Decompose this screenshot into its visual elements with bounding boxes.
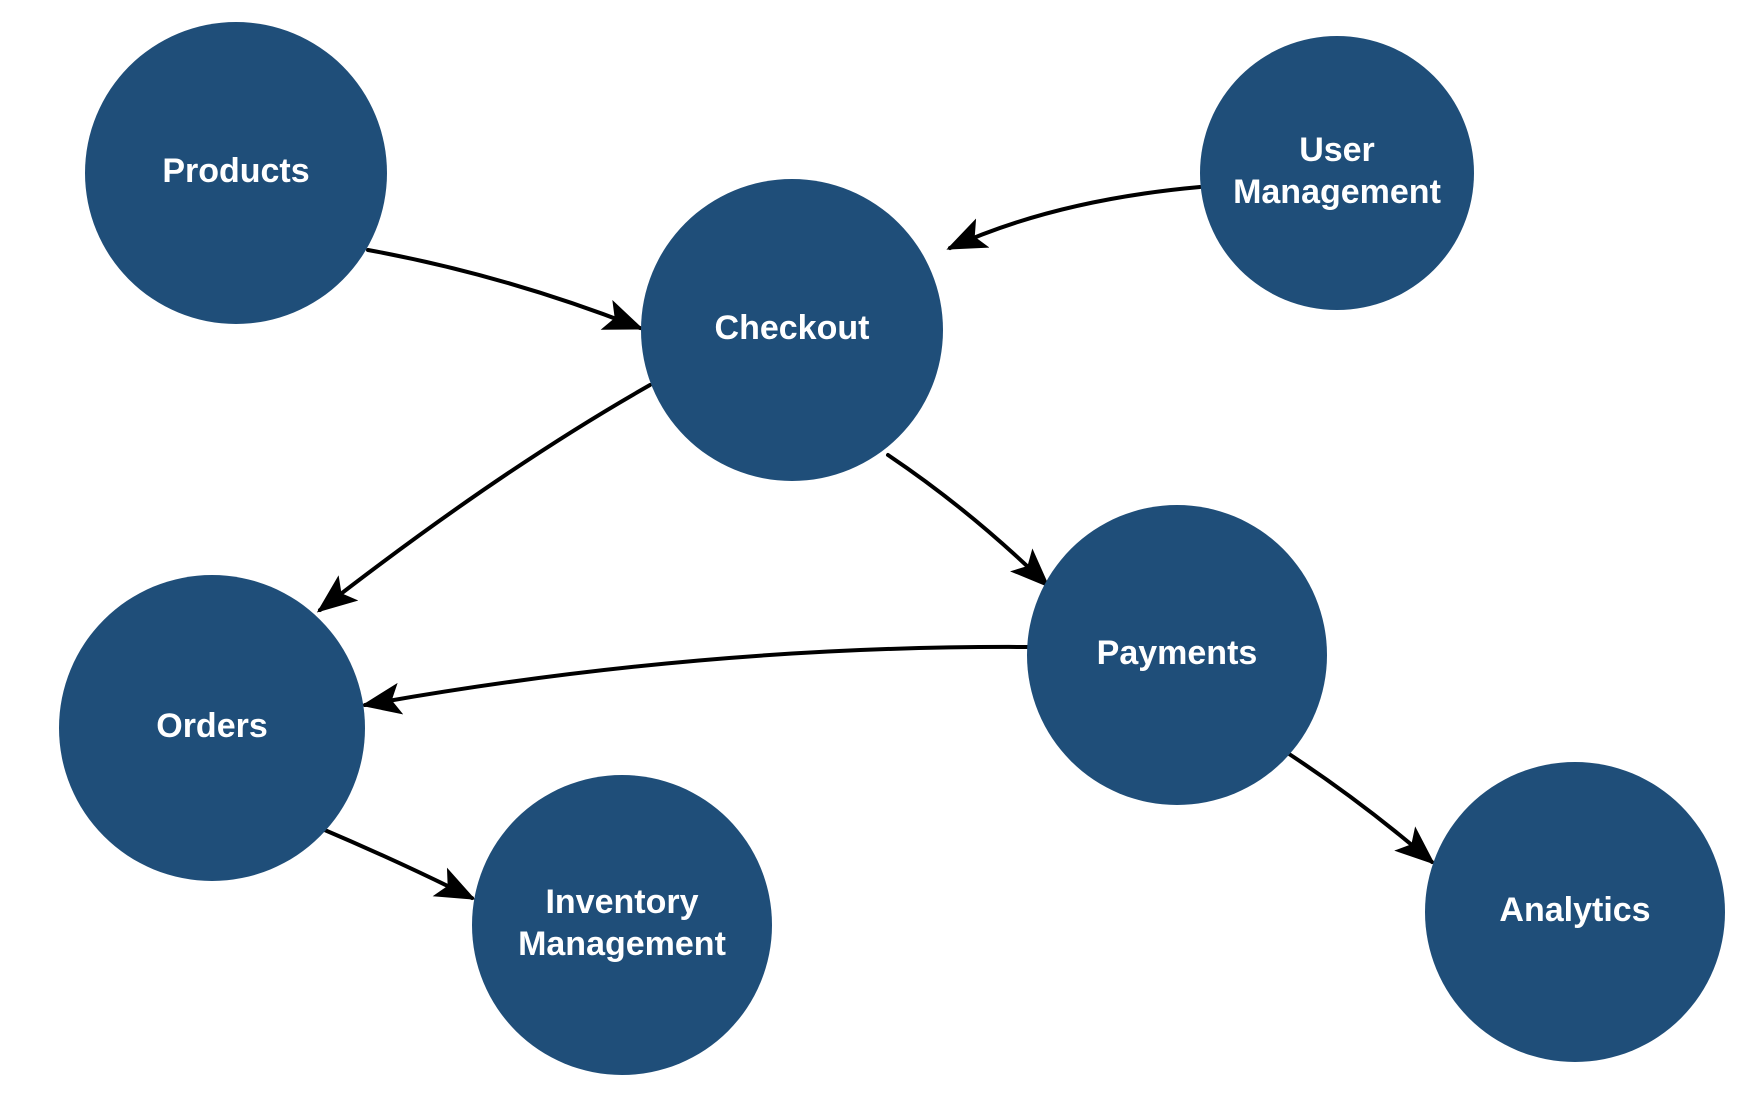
edge-checkout-to-orders[interactable] [316,383,652,613]
node-payments[interactable]: Payments [1027,505,1327,805]
node-analytics[interactable]: Analytics [1425,762,1725,1062]
node-circle-inventory-management[interactable] [472,775,772,1075]
node-label-payments: Payments [1097,634,1258,672]
node-label-orders: Orders [156,707,268,745]
node-label-products: Products [162,152,309,190]
edges-layer [316,185,1436,900]
edge-user-management-to-checkout[interactable] [946,185,1202,250]
node-circle-checkout[interactable] [641,179,943,481]
node-label-user-management: Management [1233,173,1441,211]
node-checkout[interactable]: Checkout [641,179,943,481]
node-label-inventory-management: Management [518,925,726,963]
node-products[interactable]: Products [85,22,387,324]
node-orders[interactable]: Orders [59,575,365,881]
node-circle-user-management[interactable] [1200,36,1474,310]
edge-products-to-checkout[interactable] [366,248,644,330]
node-circle-analytics[interactable] [1425,762,1725,1062]
edge-payments-to-orders[interactable] [361,644,1032,715]
edge-checkout-to-payments[interactable] [886,453,1050,588]
node-circle-orders[interactable] [59,575,365,881]
node-circle-payments[interactable] [1027,505,1327,805]
node-label-checkout: Checkout [715,309,870,347]
node-label-inventory-management: Inventory [545,883,698,921]
node-label-analytics: Analytics [1499,891,1650,929]
node-circle-products[interactable] [85,22,387,324]
node-label-user-management: User [1299,131,1375,169]
nodes-layer: ProductsUserManagementCheckoutOrdersPaym… [59,22,1725,1075]
edge-payments-to-analytics[interactable] [1281,748,1436,865]
edge-orders-to-inventory-management[interactable] [318,826,476,900]
